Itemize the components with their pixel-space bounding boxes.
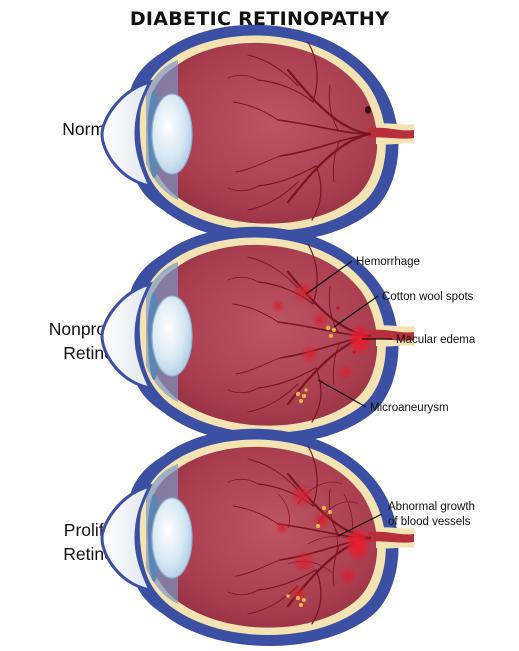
label-macular-edema: Macular edema xyxy=(396,334,476,346)
eye-nonproliferative xyxy=(100,225,416,446)
leader-abnormal-growth xyxy=(337,513,383,537)
leader-microaneurysm xyxy=(317,379,367,408)
label-cotton-wool-spots: Cotton wool spots xyxy=(382,291,474,303)
annotation-labels: Hemorrhage Cotton wool spots Macular ede… xyxy=(356,256,476,528)
leader-lines xyxy=(305,260,392,537)
leader-cotton-wool xyxy=(333,295,379,328)
macula-spot xyxy=(365,106,371,114)
eye-proliferative xyxy=(100,427,416,648)
label-abnormal-growth-line1: Abnormal growth xyxy=(388,501,475,513)
page-title: DIABETIC RETINOPATHY xyxy=(129,8,390,30)
eye-normal xyxy=(100,23,416,244)
cotton-wool-marks xyxy=(295,325,336,403)
leader-hemorrhage xyxy=(305,260,353,295)
hemorrhage-mark xyxy=(292,280,316,304)
label-microaneurysm: Microaneurysm xyxy=(370,402,449,414)
label-hemorrhage: Hemorrhage xyxy=(356,256,420,268)
macular-edema-mark xyxy=(348,324,372,356)
label-abnormal-growth-line2: of blood vessels xyxy=(388,516,471,528)
